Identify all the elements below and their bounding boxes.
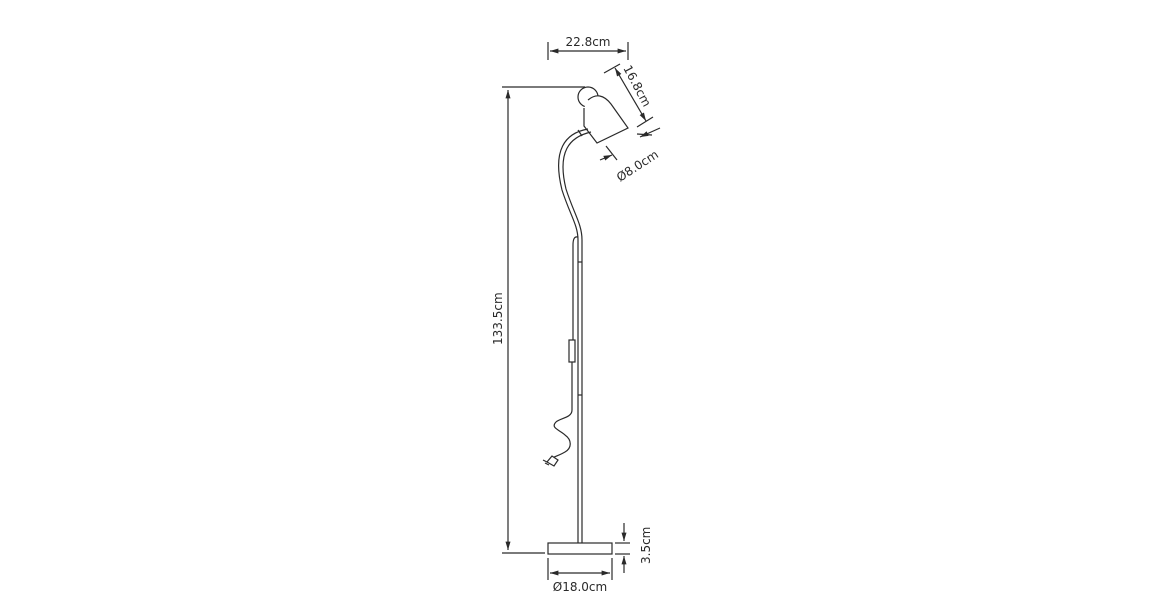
shade-diameter-dimension <box>599 127 661 161</box>
gooseneck-arm <box>558 128 592 545</box>
lamp-base <box>547 542 613 555</box>
base-diameter-label: Ø18.0cm <box>553 580 607 594</box>
power-cable <box>542 236 579 467</box>
lamp-head <box>577 86 629 144</box>
shade-width-dimension <box>547 42 629 60</box>
total-height-label: 133.5cm <box>491 292 505 345</box>
base-height-dimension <box>615 523 630 573</box>
base-diameter-dimension <box>547 558 613 580</box>
shade-width-label: 22.8cm <box>565 35 610 49</box>
total-height-dimension <box>502 86 585 554</box>
shade-length-dimension <box>603 63 654 128</box>
base-height-label: 3.5cm <box>639 527 653 564</box>
shade-diameter-label: Ø8.0cm <box>614 147 661 184</box>
plug-icon <box>546 455 559 467</box>
switch-icon <box>568 339 576 363</box>
